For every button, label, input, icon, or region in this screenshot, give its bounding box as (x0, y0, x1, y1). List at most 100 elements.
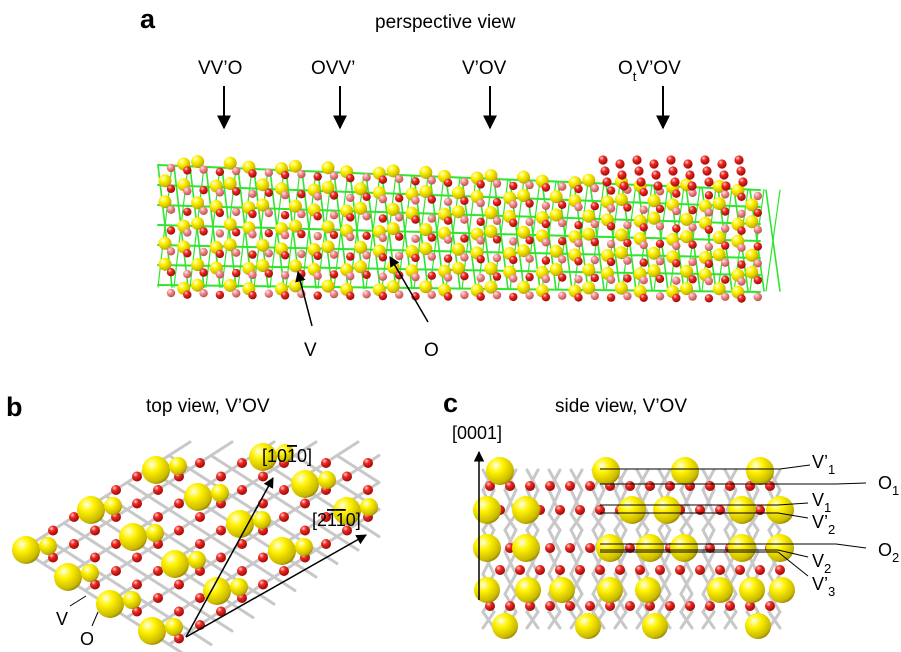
oxygen-atom (585, 481, 595, 491)
oxygen-atom (492, 272, 502, 281)
panel-a-letter: a (140, 4, 156, 34)
oxygen-atom (232, 228, 241, 237)
oxygen-atom (313, 212, 322, 221)
v-label-a: V (304, 340, 317, 361)
bond (230, 548, 255, 565)
oxygen-atom (313, 291, 322, 300)
vanadium-atom (549, 244, 563, 258)
oxygen-atom (216, 552, 226, 563)
oxygen-atom (765, 601, 775, 611)
bond (157, 284, 761, 293)
site-label-vov: V’OV (462, 58, 507, 79)
vanadium-atom (647, 211, 661, 225)
oxygen-atom (541, 201, 551, 210)
vanadium-atom (592, 457, 620, 485)
oxygen-atom (362, 192, 371, 201)
oxygen-atom (237, 539, 247, 549)
bond (745, 550, 760, 576)
bond (765, 189, 781, 292)
oxygen-atom (279, 512, 289, 522)
oxygen-atom (476, 217, 485, 226)
vanadium-atom (191, 196, 205, 210)
vanadium-atom (419, 242, 433, 256)
layer-label: O2 (878, 540, 899, 565)
vanadium-atom (596, 534, 624, 562)
oxygen-atom (199, 165, 208, 174)
vanadium-atom (517, 170, 531, 184)
oxygen-atom (737, 209, 746, 218)
vanadium-atom (419, 165, 433, 179)
oxygen-atom (460, 196, 469, 205)
vanadium-atom (614, 193, 628, 206)
oxygen-atom (378, 214, 388, 223)
oxygen-atom (665, 601, 675, 611)
oxygen-atom (737, 294, 746, 303)
oxygen-atom (672, 224, 681, 233)
layer-label-base: V (812, 551, 824, 571)
bond (167, 589, 192, 606)
vanadium-atom (484, 169, 498, 183)
oxygen-atom (232, 187, 241, 196)
site-label-otvov: OtV’OV (618, 58, 681, 84)
oxygen-atom (505, 481, 515, 491)
oxygen-atom (153, 512, 163, 522)
oxygen-atom (476, 198, 485, 208)
oxygen-atom (632, 155, 642, 165)
oxygen-atom (625, 601, 635, 611)
vanadium-atom (582, 227, 596, 241)
bond (272, 521, 297, 538)
oxygen-atom (574, 293, 583, 302)
bond (569, 488, 584, 516)
vanadium-atom (549, 190, 563, 204)
site-label-ovv: OVV’ (311, 58, 355, 79)
oxygen-atom (525, 199, 534, 208)
bond (209, 535, 234, 552)
vanadium-atom (191, 258, 205, 272)
bond (679, 572, 694, 596)
oxygen-atom (704, 208, 714, 217)
oxygen-atom (590, 184, 599, 193)
oxygen-atom (264, 249, 273, 258)
layer-label-base: V (812, 490, 824, 510)
oxygen-atom (280, 291, 290, 300)
vanadium-atom (671, 457, 699, 485)
vanadium-atom (582, 209, 596, 223)
oxygen-atom (248, 270, 257, 280)
oxygen-atom (725, 601, 735, 611)
oxygen-atom (688, 257, 697, 267)
bond (657, 468, 672, 492)
vanadium-atom (517, 189, 531, 202)
layer-leader (835, 482, 867, 485)
vanadium-atom (766, 496, 794, 524)
oxygen-atom (362, 290, 371, 299)
layer-label: V2 (812, 551, 831, 576)
oxygen-atom (590, 237, 599, 247)
oxygen-atom (541, 183, 551, 192)
oxygen-atom (460, 177, 469, 187)
oxygen-atom (48, 552, 58, 563)
oxygen-atom (300, 525, 310, 536)
oxygen-atom (264, 269, 273, 278)
bond (230, 467, 255, 484)
vanadium-atom (268, 537, 296, 565)
oxygen-atom (590, 291, 599, 301)
bond (657, 592, 672, 614)
panel-c-letter: c (443, 388, 458, 418)
vanadium-atom (451, 242, 465, 256)
vanadium-atom (386, 222, 400, 236)
oxygen-atom (264, 229, 273, 238)
oxygen-atom (590, 255, 599, 265)
bond (547, 488, 562, 516)
oxygen-atom (606, 204, 616, 213)
oxygen-atom (232, 248, 241, 257)
vanadium-atom (256, 198, 270, 212)
bond (503, 550, 518, 576)
oxygen-atom (329, 211, 339, 220)
oxygen-atom (313, 192, 322, 201)
layer-label-base: O (878, 540, 892, 560)
oxygen-atom (174, 525, 184, 536)
bond (104, 575, 129, 592)
vanadium-atom (223, 278, 237, 292)
oxygen-atom (555, 505, 565, 515)
oxygen-atom (378, 233, 388, 243)
